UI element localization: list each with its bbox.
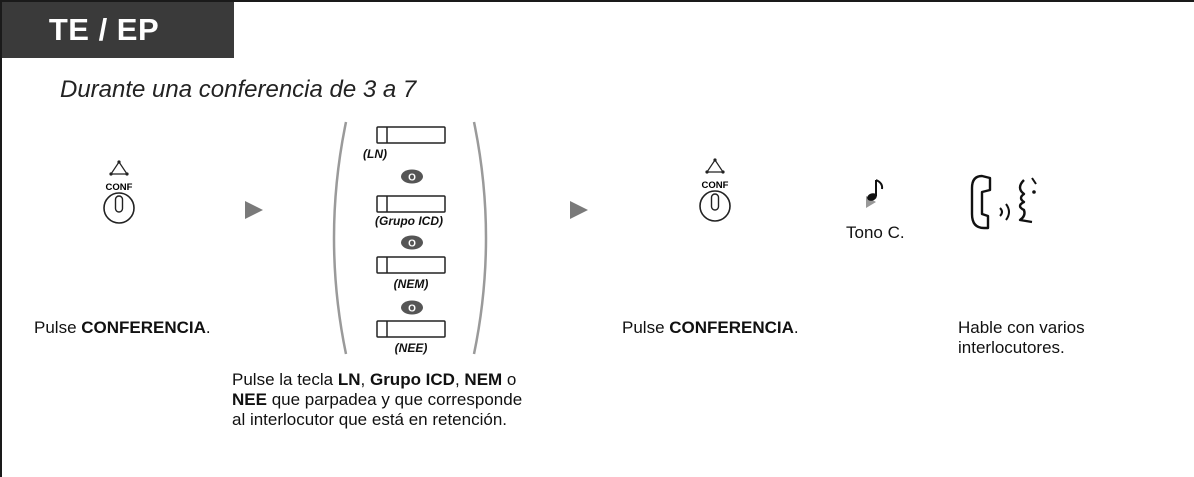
nee-key-label: (NEE) [394, 341, 428, 355]
section-tag-label: TE / EP [48, 12, 160, 47]
section-tag: TE / EP [2, 2, 234, 58]
or-badge-text: O [408, 239, 416, 250]
talk-instruction-line2: interlocutores. [958, 338, 1065, 357]
step2-description-line2: NEE que parpadea y que corresponde [232, 390, 523, 409]
talk-handset-icon [970, 174, 1037, 230]
talk-instruction: Hable con varios interlocutores. [958, 318, 1085, 358]
conf-key-icon: CONF [103, 160, 135, 224]
or-badge-text: O [408, 304, 416, 315]
nee-key-icon [376, 320, 446, 338]
frame-top-border [0, 0, 1194, 2]
ln-key-label: (LN) [363, 147, 387, 161]
grupo-icd-key-icon [376, 195, 446, 213]
step1-instruction: Pulse CONFERENCIA. [34, 318, 211, 337]
nem-key-label: (NEM) [393, 277, 429, 291]
step2-description-line1: Pulse la tecla LN, Grupo ICD, NEM o [232, 370, 517, 389]
or-badge-icon: O [401, 169, 423, 184]
step3-instruction: Pulse CONFERENCIA. [622, 318, 799, 337]
frame-left-border [0, 0, 2, 477]
or-badge-icon: O [401, 235, 423, 250]
grupo-icd-key-label: (Grupo ICD) [375, 214, 443, 228]
conf-key-label: CONF [702, 180, 729, 191]
conf-key-icon: CONF [699, 158, 731, 222]
music-note-icon [866, 179, 884, 208]
arrow-right-icon [245, 201, 263, 219]
or-badge-icon: O [401, 300, 423, 315]
or-badge-text: O [408, 173, 416, 184]
conf-key-label: CONF [106, 182, 133, 193]
step2-description: Pulse la tecla LN, Grupo ICD, NEM o NEE … [232, 370, 652, 430]
left-parenthesis [332, 121, 348, 355]
nem-key-icon [376, 256, 446, 274]
arrow-right-icon [570, 201, 588, 219]
step2-description-line3: al interlocutor que está en retención. [232, 410, 508, 429]
talk-instruction-line1: Hable con varios [958, 318, 1085, 337]
right-parenthesis [472, 121, 488, 355]
ln-line-key-icon [376, 126, 446, 144]
tone-label: Tono C. [846, 223, 905, 242]
section-subtitle: Durante una conferencia de 3 a 7 [60, 76, 417, 103]
